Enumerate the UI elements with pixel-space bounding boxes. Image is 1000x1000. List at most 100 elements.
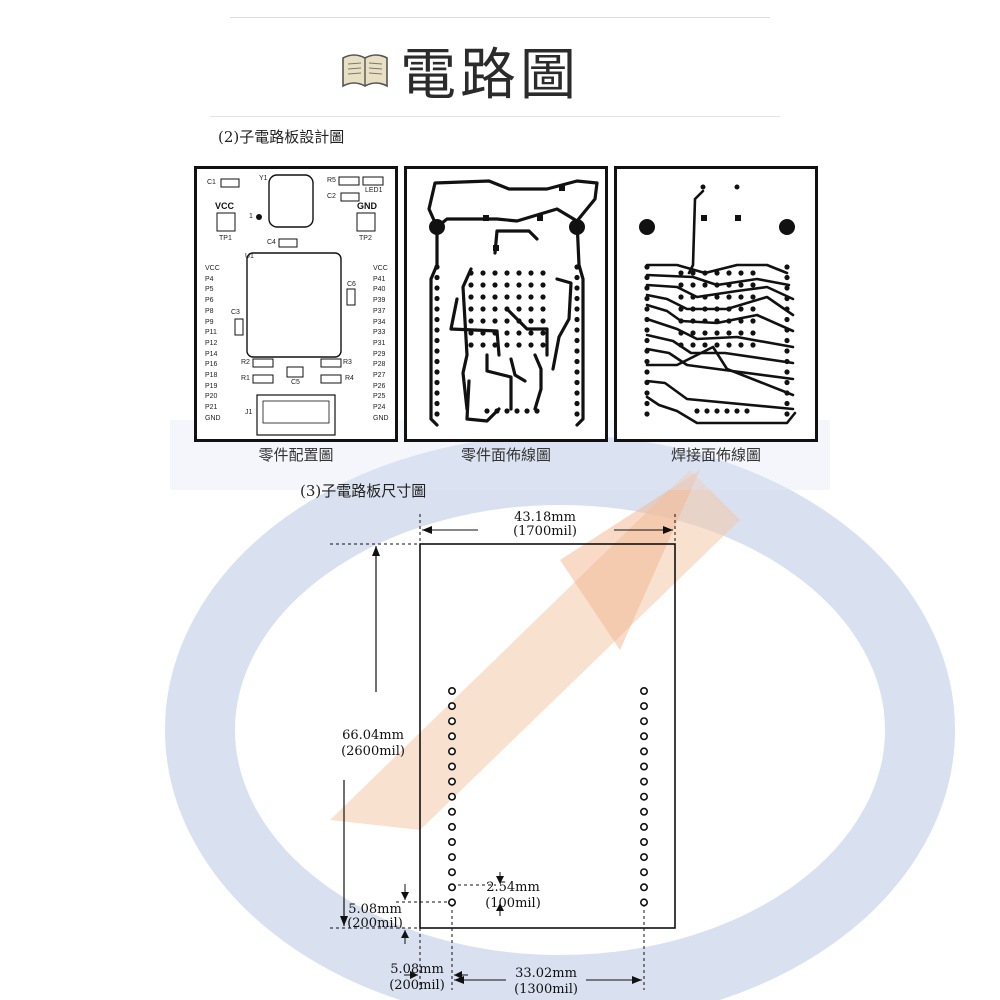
- component-label: LED1: [365, 187, 383, 194]
- pad: [528, 270, 534, 276]
- pad: [678, 330, 684, 336]
- pad: [516, 330, 522, 336]
- row-gap-mm-label: 33.02mm: [515, 966, 577, 981]
- pin-label: P25: [373, 393, 386, 401]
- pad: [492, 294, 498, 300]
- header-hole: [447, 822, 456, 831]
- pin-label: P16: [205, 361, 218, 369]
- pad: [690, 306, 696, 312]
- pad: [690, 282, 696, 288]
- pad: [702, 330, 708, 336]
- pad: [702, 270, 708, 276]
- component-label: R5: [327, 177, 336, 184]
- pad: [784, 295, 790, 302]
- pad: [750, 330, 756, 336]
- pad: [516, 270, 522, 276]
- pad: [574, 295, 580, 302]
- pin-label: P24: [373, 404, 386, 412]
- pin-label: P4: [205, 275, 214, 283]
- pad: [690, 294, 696, 300]
- offset-y-mm-label: 5.08mm: [348, 902, 402, 917]
- placement-panel: C1 Y1 R5 LED1 C2 VCC GND TP1 TP2 C4 U1 C…: [194, 166, 398, 442]
- pad: [514, 408, 520, 414]
- pad: [644, 358, 650, 365]
- pad: [784, 274, 790, 281]
- component-label: C2: [327, 193, 336, 200]
- pad: [750, 306, 756, 312]
- pad: [750, 318, 756, 324]
- pad: [678, 294, 684, 300]
- pad: [784, 348, 790, 354]
- pin-label: P28: [373, 361, 386, 369]
- page-title: 電路圖: [400, 43, 580, 108]
- pad: [574, 316, 580, 323]
- component-label: VCC: [215, 201, 235, 211]
- pad: [784, 390, 790, 396]
- header-hole: [447, 792, 456, 801]
- pad: [524, 408, 530, 414]
- pad: [644, 411, 650, 417]
- pad: [468, 330, 474, 336]
- pad: [738, 282, 744, 288]
- pad: [784, 327, 790, 333]
- pin-label: P8: [205, 307, 214, 315]
- pad: [690, 330, 696, 336]
- pad: [574, 285, 580, 291]
- pad: [644, 348, 650, 354]
- header-hole: [639, 717, 648, 726]
- pad: [704, 408, 710, 414]
- header-hole: [639, 686, 648, 695]
- pin-label: P12: [205, 339, 218, 347]
- pad: [784, 306, 790, 312]
- pin-label: P11: [205, 329, 217, 337]
- pad: [504, 318, 510, 324]
- pad: [784, 316, 790, 323]
- pad: [714, 294, 720, 300]
- height-mm-label: 66.04mm: [342, 728, 404, 743]
- pad: [734, 408, 740, 414]
- pad: [468, 318, 474, 324]
- pad: [540, 306, 546, 312]
- solder-side-caption: 焊接面佈線圖: [670, 446, 761, 464]
- pad: [574, 379, 580, 386]
- pad: [750, 270, 756, 276]
- component-label: C5: [291, 379, 300, 386]
- component-label: C3: [231, 309, 240, 316]
- pitch-mm-label: 2.54mm: [486, 880, 540, 895]
- pad: [516, 342, 522, 348]
- solder-side-panel: [614, 166, 818, 442]
- pad: [690, 318, 696, 324]
- component-label: J1: [245, 409, 253, 416]
- pad: [492, 318, 498, 324]
- pad: [726, 282, 732, 288]
- pad: [574, 264, 580, 270]
- pad: [726, 318, 732, 324]
- pad: [726, 294, 732, 300]
- pad: [784, 337, 790, 344]
- pad: [784, 285, 790, 291]
- book-icon: [342, 54, 388, 88]
- pad: [434, 400, 440, 407]
- pad: [644, 369, 650, 375]
- pad: [480, 318, 486, 324]
- section-dimensions-title: (3)子電路板尺寸圖: [300, 482, 427, 500]
- pad: [644, 337, 650, 344]
- pad: [504, 408, 510, 414]
- header-hole: [639, 822, 648, 831]
- pad: [540, 330, 546, 336]
- pad: [644, 400, 650, 407]
- header-hole: [447, 747, 456, 756]
- header-hole: [639, 883, 648, 892]
- header-hole: [447, 762, 456, 771]
- pad: [434, 327, 440, 333]
- component-label: U1: [245, 253, 254, 260]
- component-label: C6: [347, 281, 356, 288]
- component-label: C4: [267, 239, 276, 246]
- pad: [468, 294, 474, 300]
- pad: [504, 330, 510, 336]
- component-label: C1: [207, 179, 216, 186]
- header-hole: [639, 762, 648, 771]
- header-hole: [447, 732, 456, 741]
- pad: [724, 408, 730, 414]
- pad: [492, 330, 498, 336]
